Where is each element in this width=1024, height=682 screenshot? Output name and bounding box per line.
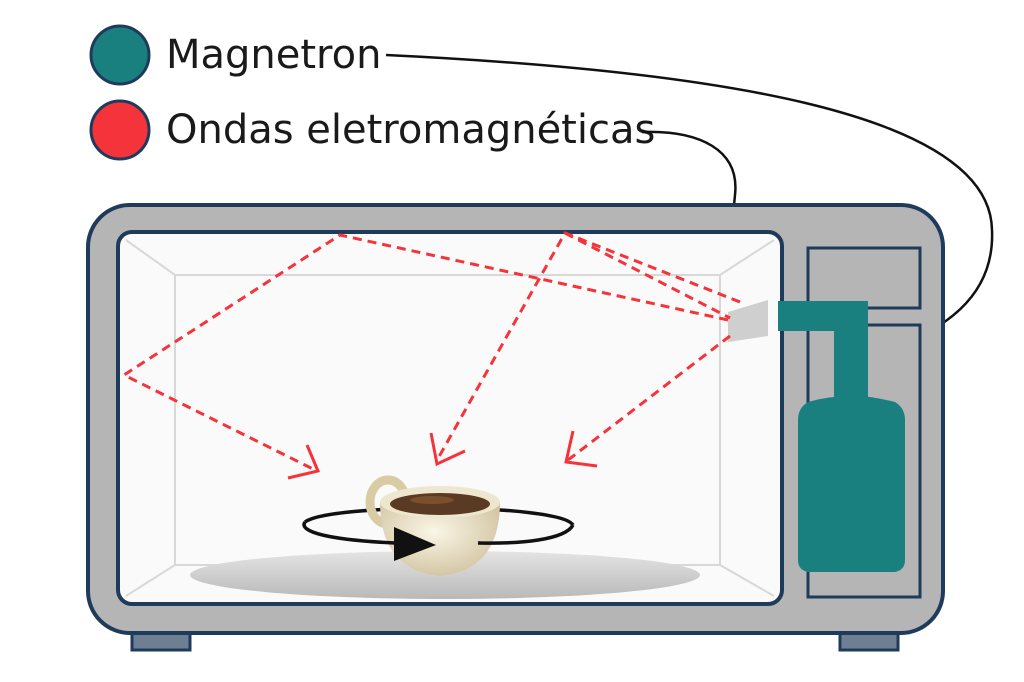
coffee-cup-icon [365, 475, 500, 576]
rotation-path-front-left [302, 521, 396, 545]
legend-label-waves: Ondas eletromagnéticas [166, 107, 655, 153]
waveguide-outlet [728, 300, 768, 342]
wave-arrowheads [287, 430, 598, 480]
magnetron-icon [778, 301, 905, 572]
magnetron-body [798, 396, 905, 572]
wave-arrowhead-1 [287, 444, 321, 480]
wave-path-1 [120, 233, 729, 472]
cup-body [380, 502, 500, 576]
wave-arrowhead-3 [564, 430, 598, 468]
rotation-path-front [477, 523, 575, 545]
magnetron-swatch-icon [89, 24, 151, 86]
wave-arrowhead-2 [429, 432, 466, 467]
microwave-cavity [116, 230, 784, 606]
legend: Magnetron Ondas eletromagnéticas [89, 24, 655, 161]
legend-label-magnetron: Magnetron [166, 32, 381, 78]
legend-item-magnetron: Magnetron [89, 24, 381, 86]
wave-path-4 [567, 334, 731, 462]
rotation-arrow-icon [394, 527, 436, 561]
wave-path-3 [564, 231, 731, 320]
electromagnetic-waves [120, 231, 741, 472]
magnetron-pointer-line [385, 53, 994, 355]
legend-item-waves: Ondas eletromagnéticas [89, 99, 655, 161]
waves-swatch-icon [89, 99, 151, 161]
magnetron-antenna [834, 301, 868, 411]
coffee-highlight [410, 496, 454, 504]
